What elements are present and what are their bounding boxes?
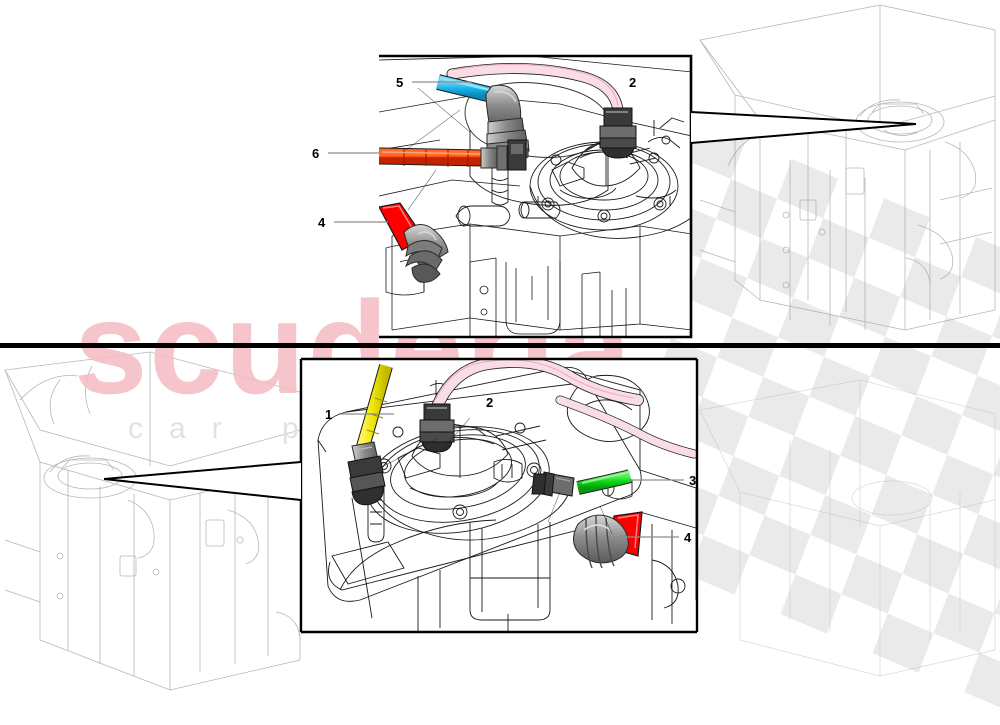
fuel-pump-flange bbox=[529, 141, 691, 239]
ghost-drawing-upper-right bbox=[699, 4, 996, 331]
upper-panel-artwork bbox=[379, 56, 691, 337]
pink-hose-connector-lower bbox=[419, 403, 455, 453]
horizontal-divider bbox=[0, 343, 1000, 348]
callout-label-2-lower: 2 bbox=[486, 395, 494, 410]
lower-callout-wedge bbox=[103, 461, 302, 501]
upper-detail-frame bbox=[379, 54, 693, 339]
ghost-drawing-lower-right bbox=[699, 379, 996, 677]
pink-hose-lower bbox=[428, 359, 697, 459]
lower-panel-artwork bbox=[301, 359, 697, 632]
yellow-hose-connector bbox=[347, 441, 386, 506]
callout-label-4-upper: 4 bbox=[318, 215, 326, 230]
callout-label-4-lower: 4 bbox=[684, 530, 692, 545]
red-connector-upper bbox=[379, 202, 449, 283]
orange-hose-fitting bbox=[480, 139, 527, 171]
callout-label-5: 5 bbox=[396, 75, 404, 90]
orange-hose bbox=[379, 147, 483, 167]
pink-hose-connector bbox=[599, 107, 637, 159]
pink-hose-upper bbox=[446, 63, 624, 116]
callout-label-6: 6 bbox=[312, 146, 320, 161]
callout-label-2-upper: 2 bbox=[629, 75, 637, 90]
green-hose-connector bbox=[531, 471, 575, 497]
red-connector-lower bbox=[573, 511, 643, 569]
upper-callout-wedge bbox=[690, 111, 917, 144]
green-hose bbox=[576, 469, 633, 495]
callout-label-3: 3 bbox=[689, 473, 697, 488]
callout-leaders bbox=[328, 81, 684, 538]
callout-label-1: 1 bbox=[325, 407, 333, 422]
yellow-hose bbox=[355, 364, 393, 452]
